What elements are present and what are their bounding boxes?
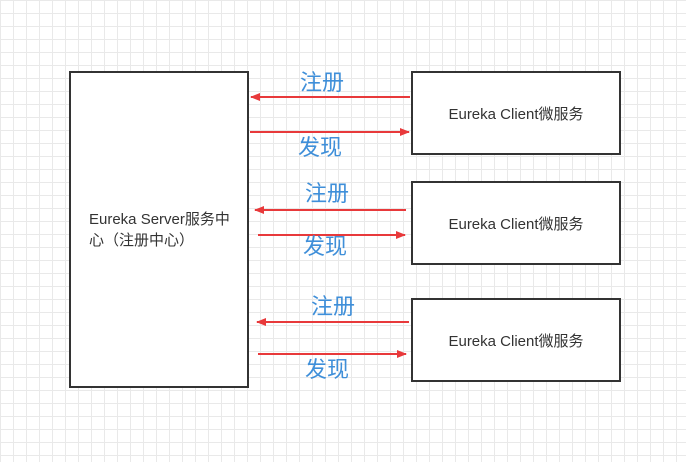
eureka-client-label-3: Eureka Client微服务 (448, 332, 584, 350)
eureka-server-box: Eureka Server服务中心（注册中心） (69, 71, 249, 388)
eureka-client-box-1: Eureka Client微服务 (411, 71, 621, 155)
eureka-client-label-2: Eureka Client微服务 (448, 215, 584, 233)
eureka-client-label-1: Eureka Client微服务 (448, 105, 584, 123)
eureka-client-box-2: Eureka Client微服务 (411, 181, 621, 265)
register-label-3: 注册 (311, 295, 356, 320)
discover-label-1: 发现 (298, 136, 343, 161)
eureka-server-label: Eureka Server服务中心（注册中心） (89, 210, 230, 249)
register-label-2: 注册 (305, 182, 350, 207)
discover-label-2: 发现 (303, 235, 348, 260)
eureka-client-box-3: Eureka Client微服务 (411, 298, 621, 382)
discover-label-3: 发现 (305, 358, 350, 383)
register-label-1: 注册 (300, 71, 345, 96)
